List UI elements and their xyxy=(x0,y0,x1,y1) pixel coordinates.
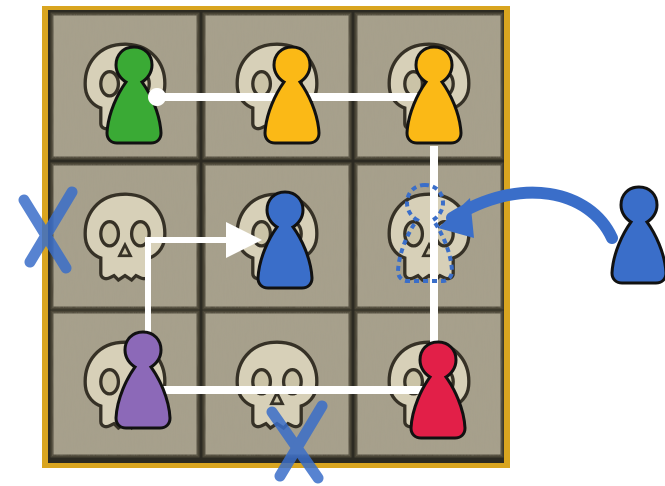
connector-start-dot xyxy=(148,88,166,106)
board-tile[interactable] xyxy=(356,164,502,308)
board-tile[interactable] xyxy=(52,164,198,308)
incoming-pawn xyxy=(612,187,665,283)
board-tile[interactable] xyxy=(204,312,350,456)
